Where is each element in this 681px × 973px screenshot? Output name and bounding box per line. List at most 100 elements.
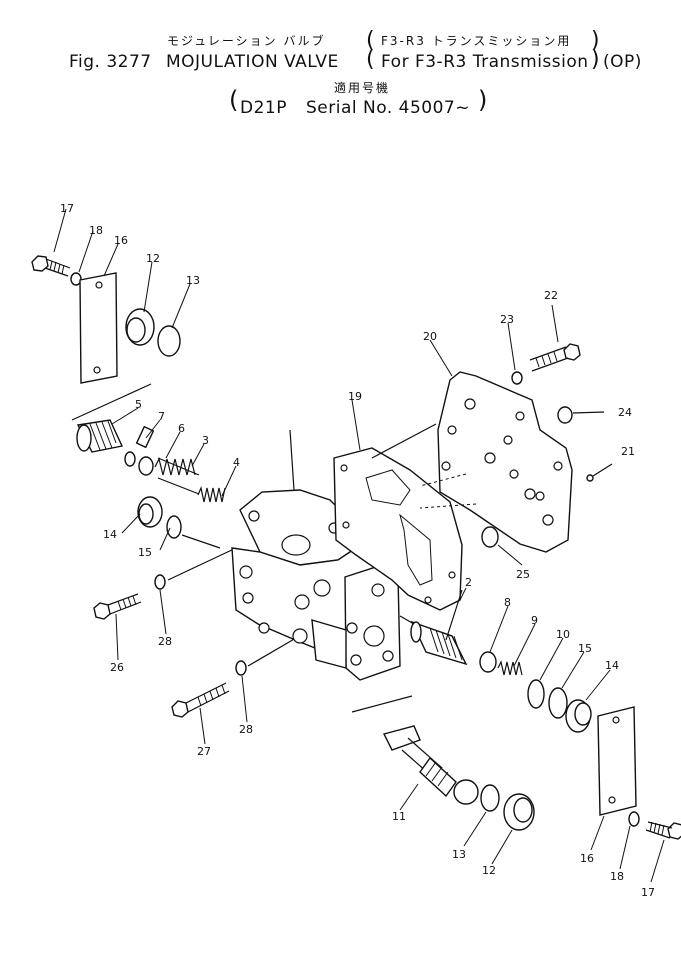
page-title: MOJULATION VALVE: [166, 52, 339, 72]
spring-4: [197, 486, 226, 503]
callout-14-left: 14: [103, 528, 117, 541]
callout-2: 2: [465, 576, 472, 589]
label-leaders: [53, 208, 665, 883]
callout-5: 5: [135, 398, 142, 411]
o-ring-15-left: [166, 515, 182, 539]
figure-number: Fig. 3277: [69, 52, 152, 72]
bolt-22: [529, 343, 581, 372]
callout-23: 23: [500, 313, 514, 326]
plug-12-bottom: [503, 793, 535, 831]
seat-7: [124, 451, 136, 467]
hidden-line: [419, 473, 477, 509]
callout-16-top: 16: [114, 234, 128, 247]
plate-16-top: [79, 272, 118, 384]
gasket-19: [333, 447, 463, 611]
callout-21: 21: [621, 445, 635, 458]
jp-applicability: F3-R3 トランスミッション用: [381, 34, 572, 48]
leader-line: [572, 411, 605, 414]
sleeve-8: [479, 651, 497, 673]
washer-6: [138, 456, 154, 476]
paren-close-3: ): [478, 86, 488, 114]
callout-12-top: 12: [146, 252, 160, 265]
applicability: For F3-R3 Transmission: [381, 52, 589, 72]
part-labels: 17 18 16 12 13 5 7 6 3 4 14 15 28 26 27 …: [60, 202, 655, 899]
bolt-26: [93, 593, 142, 620]
leader-line: [445, 589, 463, 641]
callout-18-top: 18: [89, 224, 103, 237]
jp-model-header: 適用号機: [334, 81, 391, 95]
option-label: (OP): [603, 52, 642, 72]
callout-7: 7: [158, 410, 165, 423]
pin-7: [135, 425, 155, 449]
callout-24: 24: [618, 406, 632, 419]
callout-10: 10: [556, 628, 570, 641]
callout-11: 11: [392, 810, 406, 823]
assembly-line: [71, 383, 152, 421]
callout-12-bottom: 12: [482, 864, 496, 877]
model-name: D21P: [240, 98, 287, 118]
paren-open-2: (: [366, 47, 375, 72]
paren-close: ): [591, 28, 600, 53]
leader-line: [181, 534, 221, 549]
callout-18-bottom: 18: [610, 870, 624, 883]
plug-14-right: [565, 699, 592, 733]
paren-open: (: [366, 28, 375, 53]
spacer-10: [527, 679, 545, 709]
jp-title: モジュレーション バルブ: [167, 34, 326, 48]
callout-8: 8: [504, 596, 511, 609]
callout-15-right: 15: [578, 642, 592, 655]
callout-3: 3: [202, 434, 209, 447]
callout-17-top: 17: [60, 202, 74, 215]
leader-line: [167, 547, 237, 581]
plate-16-bottom: [597, 706, 637, 816]
callout-15-left: 15: [138, 546, 152, 559]
o-ring-25: [481, 526, 499, 548]
callout-27: 27: [197, 745, 211, 758]
spool-11: [382, 725, 479, 805]
leader-line: [247, 637, 297, 667]
callout-28-upper: 28: [158, 635, 172, 648]
bolt-27: [171, 682, 230, 718]
plug-21: [586, 474, 594, 482]
paren-open-3: (: [229, 86, 239, 114]
assembly-line: [351, 695, 413, 713]
bolt-17-top: [31, 255, 71, 277]
callout-4: 4: [233, 456, 240, 469]
spool-5: [76, 419, 124, 453]
bolt-17-bottom: [645, 821, 681, 840]
washer-23: [511, 371, 523, 385]
callout-25: 25: [516, 568, 530, 581]
spool-2: [399, 615, 468, 666]
callout-28-lower: 28: [239, 723, 253, 736]
cover-20: [437, 371, 573, 553]
callout-26: 26: [110, 661, 124, 674]
callout-16-bottom: 16: [580, 852, 594, 865]
callout-20: 20: [423, 330, 437, 343]
spring-3: [154, 457, 200, 495]
callout-6: 6: [178, 422, 185, 435]
plug-14-left: [137, 496, 163, 528]
callout-9: 9: [531, 614, 538, 627]
washer-18-bottom: [628, 811, 640, 827]
paren-close-2: ): [591, 47, 600, 72]
callout-22: 22: [544, 289, 558, 302]
serial-number: Serial No. 45007~: [306, 98, 470, 118]
leader-line: [371, 423, 437, 459]
o-ring-15-right: [548, 687, 568, 719]
spring-9: [497, 660, 523, 676]
o-ring-13-top: [157, 325, 181, 357]
leader-line: [592, 463, 613, 477]
washer-28-upper: [154, 574, 166, 590]
callout-13-top: 13: [186, 274, 200, 287]
callout-19: 19: [348, 390, 362, 403]
washer-18-top: [70, 272, 82, 286]
leader-line: [289, 429, 295, 491]
callout-14-right: 14: [605, 659, 619, 672]
o-ring-24: [557, 406, 573, 424]
valve-body: [231, 489, 401, 681]
callout-17-bottom: 17: [641, 886, 655, 899]
washer-28-lower: [235, 660, 247, 676]
o-ring-13-bottom: [480, 784, 500, 812]
callout-13-bottom: 13: [452, 848, 466, 861]
